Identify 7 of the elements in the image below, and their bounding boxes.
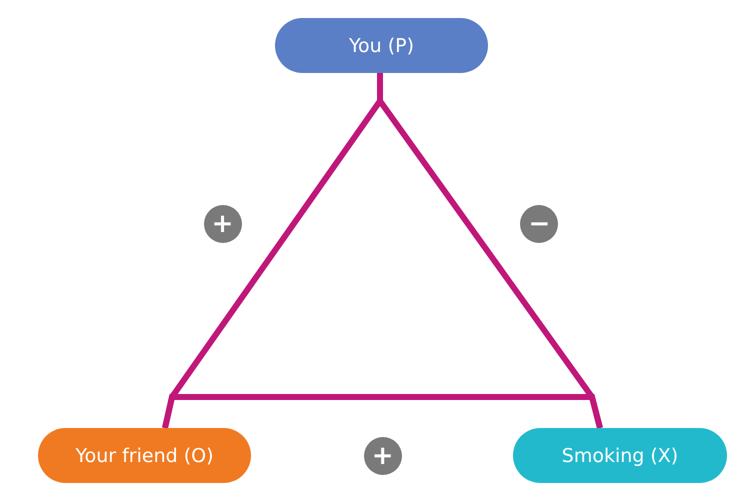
node-pill: Smoking (X): [513, 428, 727, 483]
edge-label: −: [520, 205, 558, 244]
edge-label: +: [364, 436, 402, 475]
node-pill: You (P): [275, 18, 488, 73]
edge-label: +: [204, 205, 242, 244]
node-pill: Your friend (O): [38, 428, 251, 483]
triangle-side: [162, 394, 603, 429]
